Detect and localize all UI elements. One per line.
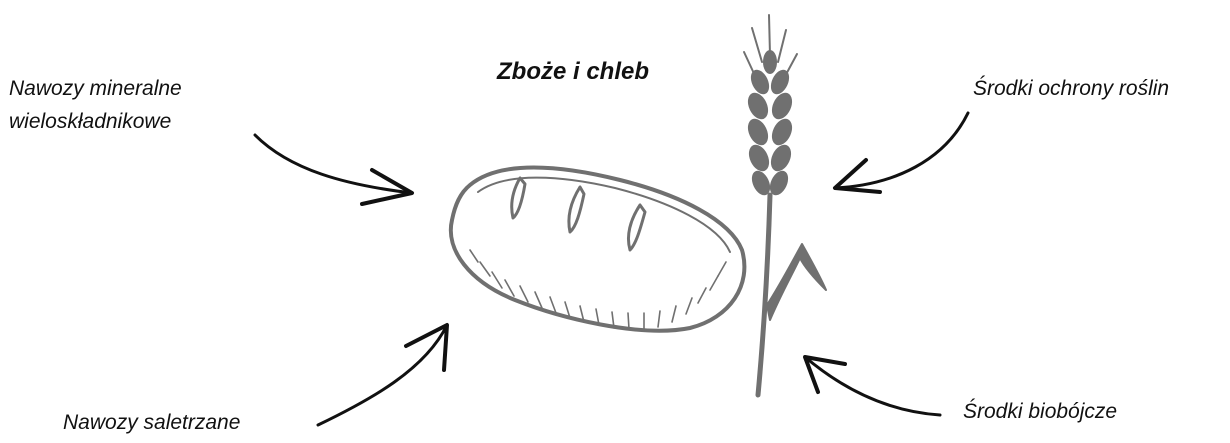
bread-loaf-icon (451, 168, 745, 331)
arrow-plant-protection (835, 113, 968, 192)
arrow-nitrate-fertilizers (318, 325, 447, 425)
arrow-mineral-fertilizers (255, 135, 412, 204)
wheat-stalk-icon (744, 15, 826, 395)
arrow-biocides (805, 357, 940, 415)
